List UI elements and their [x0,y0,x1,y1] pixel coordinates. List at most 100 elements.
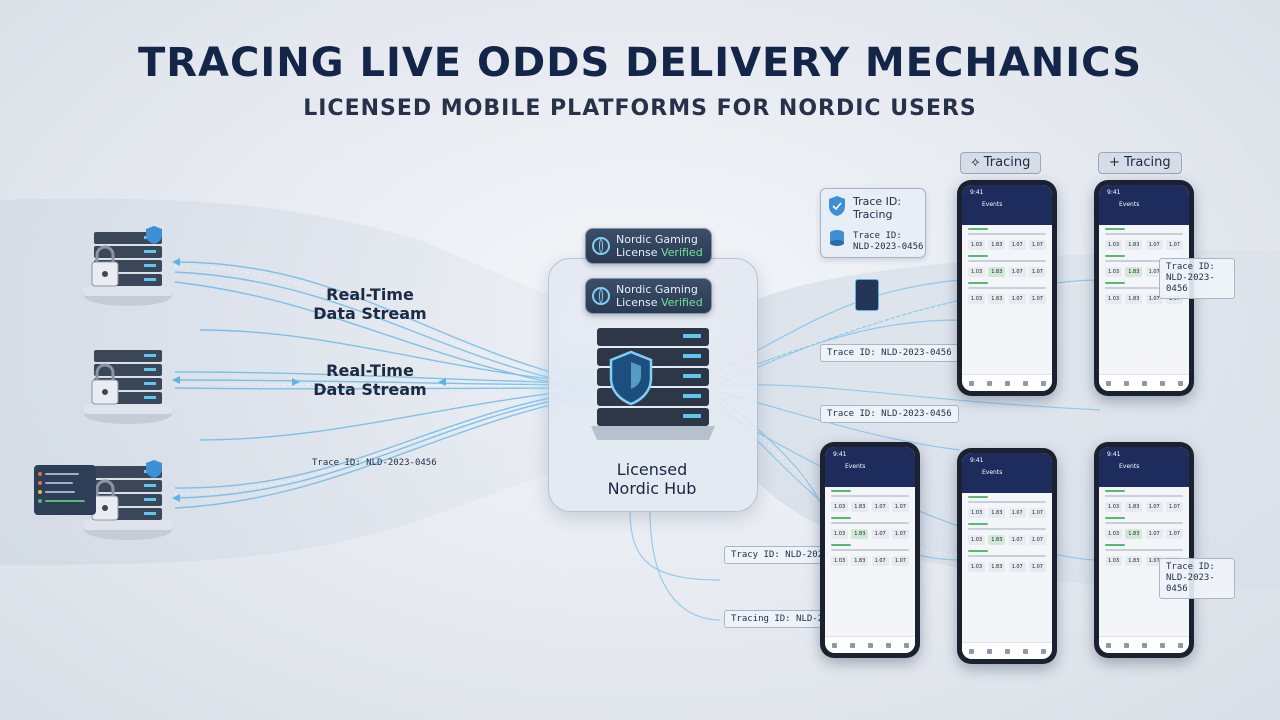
odds-button[interactable]: 1.03 [1105,502,1123,512]
verified-text: Verified [660,246,703,259]
odds-button[interactable]: 1.07 [1165,240,1183,250]
tab-icon[interactable] [968,380,974,386]
odds-button[interactable]: 1.03 [1105,240,1123,250]
odds-button[interactable]: 1.83 [988,508,1006,518]
odds-button[interactable]: 1.07 [1165,502,1183,512]
tab-icon[interactable] [968,648,974,654]
tab-icon[interactable] [867,642,873,648]
tab-icon[interactable] [1123,642,1129,648]
tab-icon[interactable] [1022,380,1028,386]
odds-button[interactable]: 1.07 [871,556,889,566]
odds-button[interactable]: 1.07 [1028,240,1046,250]
tab-icon[interactable] [1105,380,1111,386]
phone-row-label [831,490,851,492]
page-title: TRACING LIVE ODDS DELIVERY MECHANICS [137,40,1143,86]
tab-icon[interactable] [849,642,855,648]
odds-button[interactable]: 1.03 [968,535,986,545]
odds-button[interactable]: 1.07 [1145,502,1163,512]
odds-button[interactable]: 1.07 [1008,562,1026,572]
odds-button[interactable]: 1.07 [1028,508,1046,518]
tab-icon[interactable] [1040,648,1046,654]
tab-icon[interactable] [1123,380,1129,386]
odds-button[interactable]: 1.83 [1125,267,1143,277]
tab-icon[interactable] [1159,380,1165,386]
tab-icon[interactable] [903,642,909,648]
odds-button[interactable]: 1.07 [1028,267,1046,277]
odds-button[interactable]: 1.03 [968,508,986,518]
odds-button[interactable]: 1.07 [1008,535,1026,545]
server-node-3 [84,460,172,540]
tab-icon[interactable] [986,380,992,386]
odds-button[interactable]: 1.83 [988,294,1006,304]
stream-label-1: Real-Time Data Stream [313,285,427,323]
odds-button[interactable]: 1.03 [1105,294,1123,304]
tab-icon[interactable] [1105,642,1111,648]
hub-server [591,328,715,440]
tab-icon[interactable] [1022,648,1028,654]
odds-button[interactable]: 1.83 [988,562,1006,572]
tab-icon[interactable] [1141,380,1147,386]
odds-button[interactable]: 1.03 [968,267,986,277]
odds-button[interactable]: 1.03 [831,502,849,512]
odds-button[interactable]: 1.07 [891,556,909,566]
trace-card-title: Trace ID: Tracing [853,195,901,221]
odds-button[interactable]: 1.07 [1008,240,1026,250]
tab-icon[interactable] [1177,380,1183,386]
status-row [38,478,92,487]
odds-button[interactable]: 1.07 [1145,529,1163,539]
odds-button[interactable]: 1.03 [831,529,849,539]
phone-tab-bar [825,636,915,653]
odds-button[interactable]: 1.03 [968,294,986,304]
tab-icon[interactable] [1004,648,1010,654]
odds-button[interactable]: 1.07 [1145,240,1163,250]
arrow-head [438,378,446,386]
tab-icon[interactable] [1159,642,1165,648]
odds-button[interactable]: 1.83 [988,535,1006,545]
odds-button[interactable]: 1.07 [891,529,909,539]
tab-icon[interactable] [885,642,891,648]
tab-icon[interactable] [1177,642,1183,648]
trace-card-label: Trace ID: [853,195,902,208]
odds-button[interactable]: 1.07 [1008,267,1026,277]
odds-button[interactable]: 1.07 [1145,267,1163,277]
tab-icon[interactable] [986,648,992,654]
odds-button[interactable]: 1.07 [1028,562,1046,572]
odds-button[interactable]: 1.83 [1125,529,1143,539]
odds-button[interactable]: 1.07 [1008,294,1026,304]
odds-button[interactable]: 1.07 [871,502,889,512]
odds-button[interactable]: 1.83 [1125,294,1143,304]
odds-button[interactable]: 1.03 [1105,267,1123,277]
tab-icon[interactable] [1004,380,1010,386]
odds-button[interactable]: 1.07 [1145,556,1163,566]
odds-button[interactable]: 1.83 [988,267,1006,277]
odds-button[interactable]: 1.07 [871,529,889,539]
odds-button[interactable]: 1.07 [1008,508,1026,518]
tab-icon[interactable] [1141,642,1147,648]
odds-button[interactable]: 1.83 [1125,240,1143,250]
odds-button[interactable]: 1.07 [1165,529,1183,539]
odds-button[interactable]: 1.83 [851,529,869,539]
odds-button[interactable]: 1.03 [968,562,986,572]
odds-button[interactable]: 1.03 [831,556,849,566]
tab-icon[interactable] [1040,380,1046,386]
odds-button[interactable]: 1.07 [1145,294,1163,304]
odds-button[interactable]: 1.83 [851,556,869,566]
odds-button[interactable]: 1.83 [1125,502,1143,512]
odds-button[interactable]: 1.07 [891,502,909,512]
odds-button[interactable]: 1.03 [968,240,986,250]
odds-button[interactable]: 1.83 [988,240,1006,250]
odds-button[interactable]: 1.07 [1165,294,1183,304]
odds-button[interactable]: 1.03 [1105,556,1123,566]
odds-button[interactable]: 1.83 [851,502,869,512]
tab-icon[interactable] [831,642,837,648]
phone-tab-bar [962,642,1052,659]
odds-button[interactable]: 1.03 [1105,529,1123,539]
odds-button[interactable]: 1.83 [1125,556,1143,566]
odds-button[interactable]: 1.07 [1028,535,1046,545]
hub-label: Licensed Nordic Hub [607,460,697,498]
odds-button[interactable]: 1.07 [1028,294,1046,304]
